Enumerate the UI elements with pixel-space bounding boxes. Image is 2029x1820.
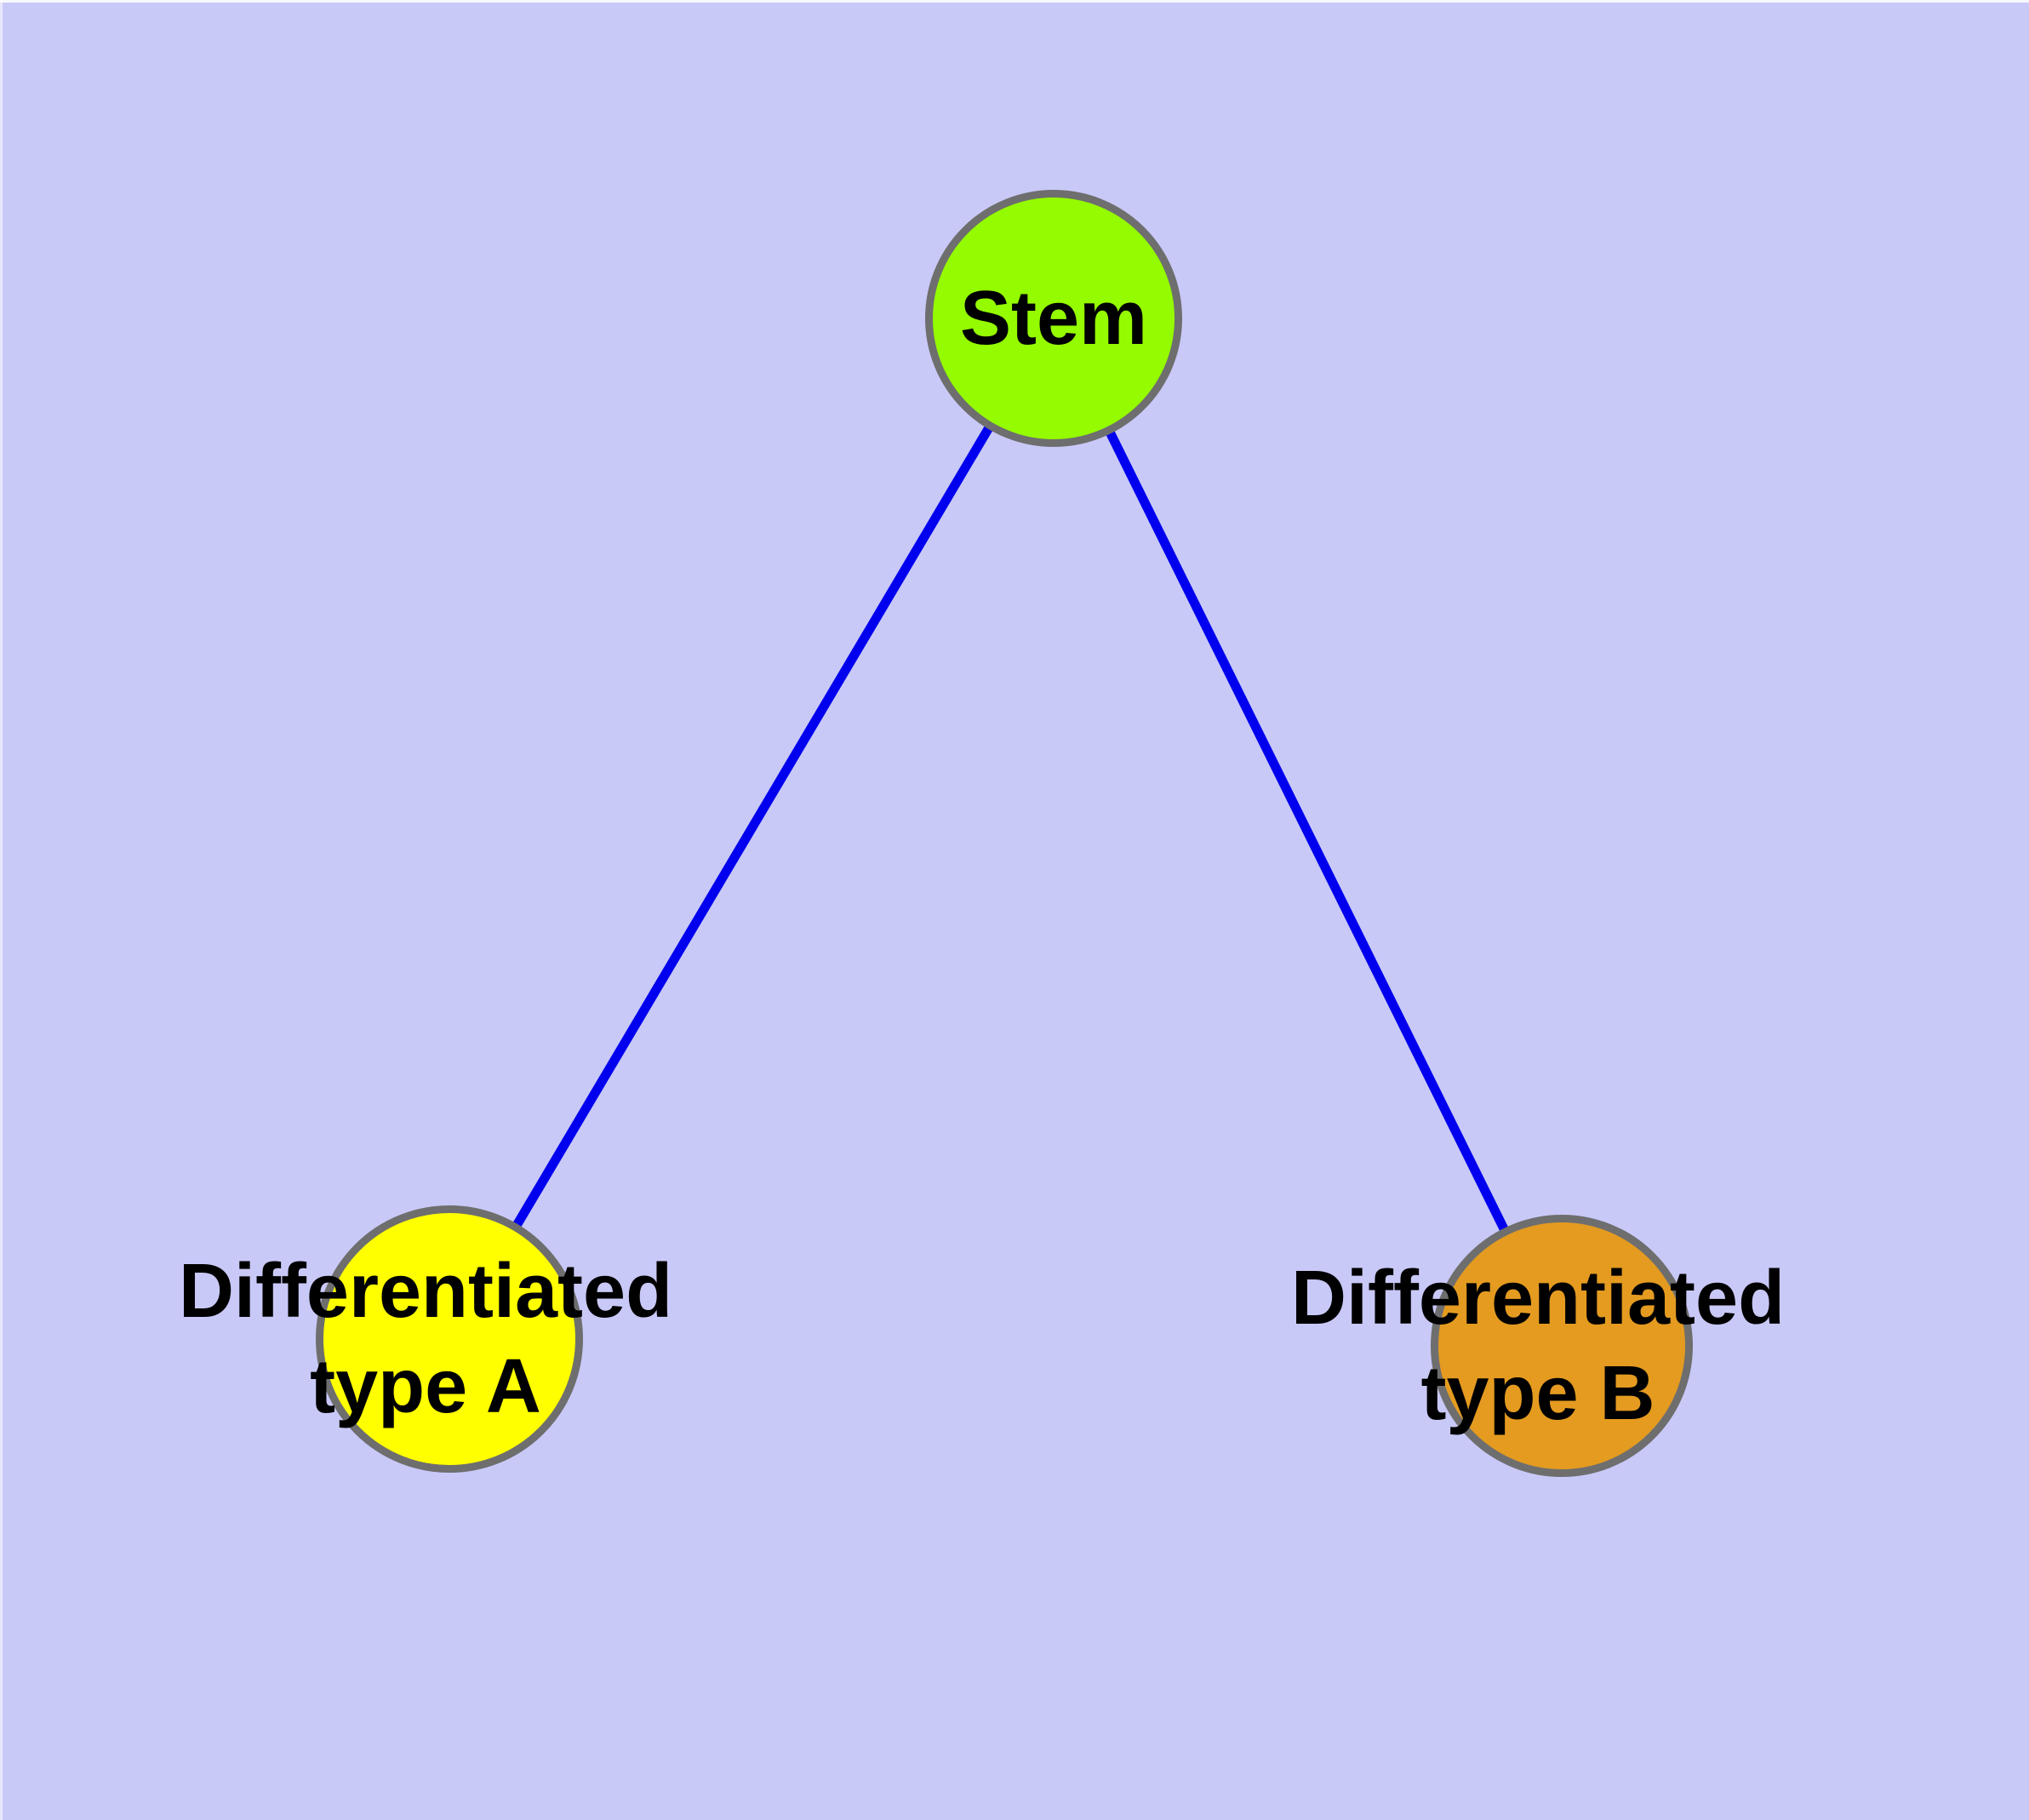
node-stem-label: Stem	[960, 271, 1147, 366]
node-differentiated-type-b-label: Differentiated type B	[1291, 1251, 1785, 1441]
node-differentiated-type-a-label: Differentiated type A	[179, 1244, 672, 1434]
edge-stem-to-differentiated-type-a	[445, 316, 1058, 1342]
node-differentiated-type-b-label-line2: type B	[1420, 1351, 1655, 1436]
node-differentiated-type-a-label-line1: Differentiated	[178, 1249, 673, 1334]
node-differentiated-type-b[interactable]: Differentiated type B	[1291, 1215, 1785, 1477]
node-differentiated-type-a-label-line2: type A	[310, 1344, 541, 1429]
node-differentiated-type-b-label-line1: Differentiated	[1290, 1256, 1786, 1341]
node-stem-label-line: Stem	[959, 276, 1148, 361]
node-stem[interactable]: Stem	[925, 190, 1182, 447]
edge-stem-to-differentiated-type-b	[1049, 316, 1566, 1348]
node-differentiated-type-a[interactable]: Differentiated type A	[179, 1205, 672, 1473]
